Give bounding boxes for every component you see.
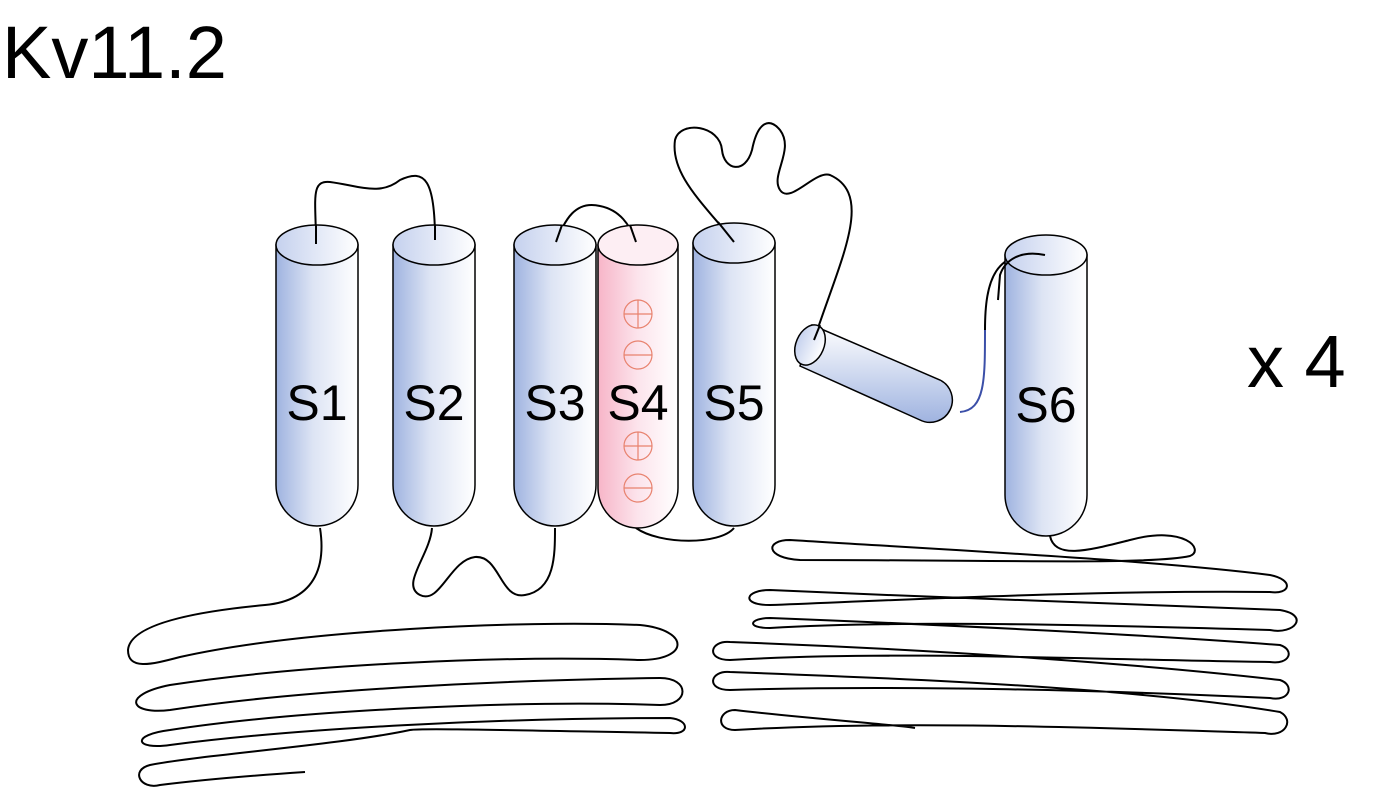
pore-helix (793, 323, 954, 424)
loops (126, 122, 1298, 787)
helix-s3: S3 (513, 224, 597, 527)
segment-label-s4: S4 (607, 375, 668, 431)
helix-s1: S1 (275, 224, 359, 527)
diagram-title: Kv11.2 (2, 11, 227, 94)
negative-charge-icon (623, 473, 653, 503)
subunit-multiplier: x 4 (1247, 320, 1346, 403)
segment-label-s2: S2 (403, 375, 464, 431)
pore-linker (959, 329, 986, 413)
helix-s6: S6 (1004, 234, 1088, 537)
segment-label-s3: S3 (524, 375, 585, 431)
helix-s5: S5 (692, 222, 776, 527)
positive-charge-icon (623, 431, 653, 461)
helix-s4-voltage-sensor: S4 (597, 224, 679, 529)
segment-label-s5: S5 (703, 375, 764, 431)
helix-s2: S2 (392, 224, 476, 527)
positive-charge-icon (623, 299, 653, 329)
segment-label-s1: S1 (286, 375, 347, 431)
segment-label-s6: S6 (1015, 377, 1076, 433)
negative-charge-icon (623, 340, 653, 370)
